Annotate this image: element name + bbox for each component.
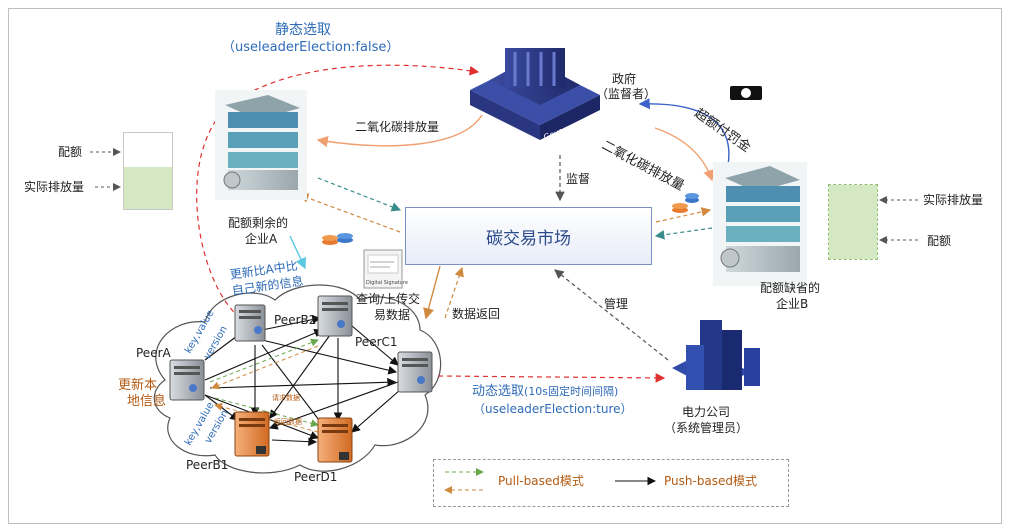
- power-company-building: [672, 320, 760, 390]
- server-peer-d1[interactable]: [317, 417, 353, 463]
- enterprise-b-building: [713, 162, 807, 286]
- co2-arrow-a: [316, 114, 483, 148]
- money-icon: [730, 86, 762, 100]
- request-data-label: 请求数据: [272, 394, 300, 402]
- server-peer-right[interactable]: [397, 351, 433, 393]
- dynamic-election-title: 动态选取(10s固定时间间隔): [472, 384, 618, 400]
- server-peer-a[interactable]: [169, 359, 205, 401]
- peer-label-d1: PeerD1: [294, 470, 338, 484]
- co2-label-a: 二氧化碳排放量: [355, 120, 440, 134]
- government-building: [470, 48, 600, 140]
- ent-a-to-cloud: [289, 235, 306, 270]
- digital-signature-icon: [363, 249, 403, 289]
- pull-arrow-3: [214, 397, 319, 428]
- legend-pull-label: Pull-based模式: [498, 474, 584, 488]
- legend-push-label: Push-based模式: [664, 474, 758, 488]
- market-to-ent-b: [655, 207, 712, 223]
- query-upload-label-1: 查询/上传交: [356, 292, 421, 306]
- supervise-label: 监督: [566, 172, 591, 186]
- power-company-label-2: （系统管理员）: [664, 421, 749, 435]
- penalty-arrow: [638, 98, 730, 166]
- query-upload-arrow: [423, 265, 441, 320]
- peer-mesh: [204, 315, 401, 447]
- right-actual-label: 实际排放量: [923, 193, 984, 207]
- static-election-arrow: [196, 64, 480, 319]
- query-upload-label-2: 易数据: [374, 308, 411, 322]
- carbon-market-box[interactable]: 碳交易市场: [405, 207, 652, 265]
- left-quota-actual-fill: [124, 167, 172, 209]
- government-label-1: 政府: [612, 72, 637, 86]
- return-data-label: 返回数据: [274, 418, 302, 426]
- server-peer-b2[interactable]: [234, 304, 266, 342]
- dynamic-election-title-a: 动态选取: [472, 384, 525, 399]
- manage-arrow: [554, 269, 669, 361]
- pull-arrow-1: [209, 338, 319, 383]
- enterprise-b-label-2: 企业B: [776, 297, 809, 311]
- outer-frame: [8, 8, 1002, 524]
- left-quota-label: 配额: [58, 145, 83, 159]
- legend-symbols: [444, 468, 657, 494]
- peer-label-b2: PeerB2: [274, 313, 317, 327]
- peer-label-b1: PeerB1: [186, 458, 229, 472]
- right-quota-actual-fill: [829, 185, 877, 259]
- co2-arrow-b: [654, 127, 715, 182]
- digital-signature-label: Digital Signature: [366, 280, 408, 286]
- pull-arrow-4: [214, 402, 319, 433]
- update-local-label-2: 地信息: [127, 394, 167, 409]
- left-quota-box: [123, 132, 173, 210]
- carbon-market-label: 碳交易市场: [486, 228, 571, 249]
- ent-b-to-market: [654, 227, 713, 240]
- peer-label-c1: PeerC1: [355, 335, 398, 349]
- manage-label: 管理: [604, 297, 629, 311]
- server-peer-c1[interactable]: [317, 295, 353, 337]
- left-actual-label: 实际排放量: [24, 180, 85, 194]
- enterprise-b-label-1: 配额缺省的: [760, 281, 821, 295]
- static-election-param: （useleaderElection:false）: [222, 40, 400, 55]
- dynamic-election-title-b: (10s固定时间间隔): [524, 385, 619, 398]
- peer-label-a: PeerA: [136, 346, 171, 360]
- data-return-label: 数据返回: [452, 307, 501, 321]
- coin-stack-icon: [322, 233, 353, 245]
- legend-box: [433, 459, 789, 507]
- ent-a-to-market: [317, 177, 402, 212]
- enterprise-a-label-1: 配额剩余的: [228, 216, 289, 230]
- right-quota-box: [828, 184, 878, 260]
- data-return-arrow: [444, 266, 464, 319]
- market-to-ent-a: [298, 193, 401, 233]
- static-election-title: 静态选取: [275, 22, 331, 38]
- pull-arrow-2: [211, 345, 319, 390]
- dynamic-election-param: （useleaderElection:ture）: [473, 402, 633, 416]
- enterprise-a-label-2: 企业A: [245, 232, 278, 246]
- right-quota-label: 配额: [927, 234, 952, 248]
- update-local-label-1: 更新本: [118, 378, 158, 393]
- government-label-2: （监督者）: [596, 87, 657, 101]
- enterprise-a-building: [215, 90, 307, 200]
- server-peer-b1[interactable]: [234, 411, 270, 457]
- power-company-label-1: 电力公司: [682, 405, 731, 419]
- dynamic-election-arrow: [437, 373, 666, 383]
- left-quota-empty: [124, 133, 172, 167]
- coin-stack-icon: [672, 193, 699, 213]
